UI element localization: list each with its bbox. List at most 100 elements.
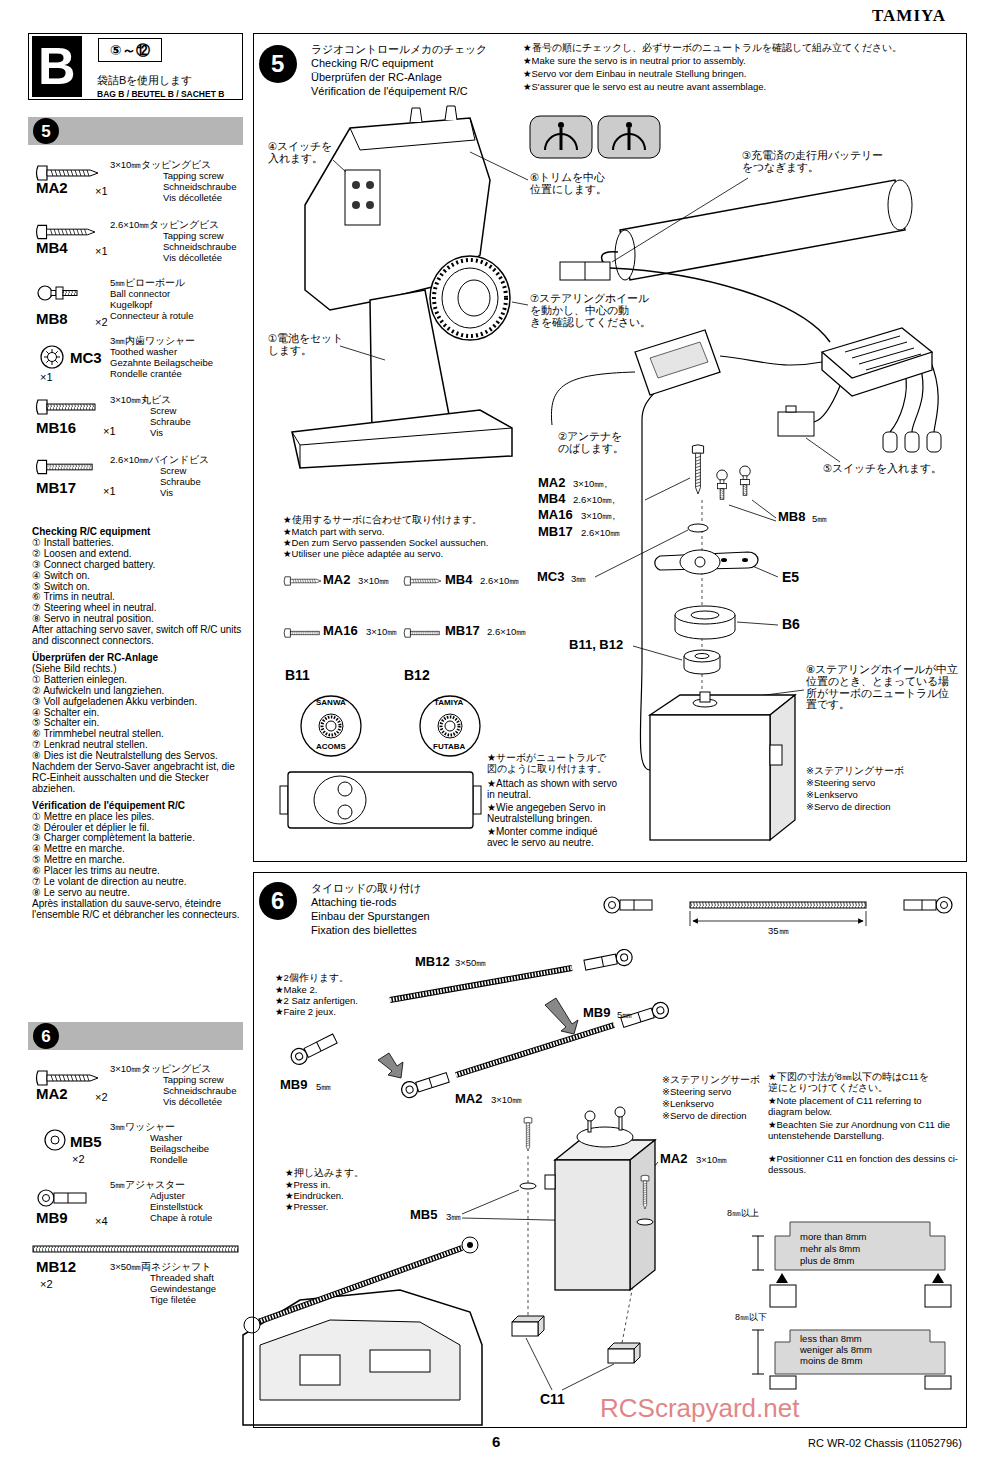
parts-icons (33, 1246, 238, 1252)
parts-icons (37, 166, 99, 180)
label-text: Tapping screw (163, 231, 224, 242)
instruction-text: ① Install batteries. (32, 538, 246, 549)
label-text: moins de 8mm (800, 1356, 862, 1367)
chassis-drawing (370, 1350, 430, 1372)
step-number: 6 (41, 1028, 50, 1045)
transmitter-drawing (430, 256, 510, 340)
label-text: ★2 Satz anfertigen. (275, 996, 358, 1007)
label-text: 5㎜ (812, 514, 827, 525)
instruction-text: ① Batterien einlegen. (32, 675, 246, 686)
label-text: Screw (150, 406, 176, 417)
trim-knob-icon (560, 128, 563, 150)
instruction-heading: Vérification de l'équipement R/C (32, 801, 246, 812)
wiring (551, 372, 635, 425)
servo-with-saver (528, 1156, 529, 1316)
label-text: Chape à rotule (150, 1213, 212, 1224)
servo-top-view (314, 776, 366, 824)
instruction-text: ⑤ Schalter ein. (32, 718, 246, 729)
label-text: 3㎜ワッシャー (110, 1122, 175, 1133)
label-text: ※Lenkservo (662, 1099, 714, 1110)
instruction-text: ⑦ Lenkrad neutral stellen. (32, 740, 246, 751)
label-text: ※Servo de direction (806, 802, 891, 813)
battery-drawing (615, 230, 635, 280)
label-text: ★押し込みます。 (285, 1168, 364, 1179)
parts-icons (37, 225, 95, 238)
label-text: Vis décolletée (163, 1097, 222, 1108)
label-text: ※ステアリングサーボ (662, 1075, 760, 1086)
c11-placement-diagram (752, 1236, 764, 1270)
trim-knob-icon (626, 122, 632, 128)
label-text: Gezahnte Beilagscheibe (110, 358, 213, 369)
trim-knob-icon (530, 116, 592, 158)
part-code: B11 (285, 668, 310, 684)
servo-with-saver (577, 1127, 633, 1147)
label-text: 8㎜以上 (727, 1208, 759, 1218)
label-text: more than 8mm (800, 1232, 867, 1243)
step-heading: ラジオコントロールメカのチェック (311, 43, 487, 56)
label-text: 3㎜ (446, 1212, 461, 1223)
transmitter-drawing (292, 410, 512, 468)
transmitter-drawing (292, 428, 512, 468)
label-text: ④スイッチを 入れます。 (268, 141, 340, 165)
instruction-text: ⑧ Dies ist die Neutralstellung des Servo… (32, 751, 246, 795)
label-text: Washer (150, 1133, 182, 1144)
part-code: MA2 (660, 1152, 687, 1167)
tie-rod-assembled (604, 897, 652, 913)
step-heading: ★Servo vor dem Einbau in neutrale Stellu… (523, 69, 746, 80)
label-text: ×1 (103, 425, 116, 437)
label-text: 2.6×10㎜ (581, 528, 620, 539)
bag-letter: B (38, 40, 76, 92)
label-text: 3㎜内歯ワッシャー (110, 336, 195, 347)
instruction-text: ④ Switch on. (32, 571, 246, 582)
step-range: ⑤～⑫ (110, 43, 150, 57)
step-heading: Attaching tie-rods (311, 896, 397, 909)
header-text: BAG B / BEUTEL B / SACHET B (97, 90, 224, 100)
steering-servo-drawing (770, 745, 782, 765)
battery-drawing (560, 180, 912, 280)
servo-with-saver (630, 1140, 655, 1290)
label-text: ※ステアリングサーボ (806, 766, 904, 777)
transmitter-drawing (366, 201, 374, 209)
instruction-text: ① Mettre en place les piles. (32, 812, 246, 823)
servo-saver-exploded (695, 557, 705, 567)
label-text: 2.6×10㎜, (573, 495, 615, 506)
label-text: ③充電済の走行用バッテリー をつなぎます。 (742, 150, 892, 174)
instruction-text: ③ Connect charged battery. (32, 560, 246, 571)
servo-with-saver (545, 1175, 555, 1189)
instruction-text: ⑤ Mettre en marche. (32, 855, 246, 866)
step-number: 6 (271, 889, 284, 913)
label-text: 3×10㎜タッピングビス (110, 160, 211, 171)
step-heading: タイロッドの取り付け (311, 882, 421, 895)
label-text: ×4 (95, 1215, 108, 1227)
label-text: Vis décolletée (163, 253, 222, 264)
label-text: Schneidschraube (163, 1086, 236, 1097)
c11-block (608, 1349, 634, 1363)
servo-saver-exploded (691, 611, 719, 619)
tie-rod-exploded (620, 1000, 671, 1030)
tie-rod-exploded (288, 1031, 338, 1067)
leader-line (526, 1338, 614, 1390)
instruction-text: ⑥ Trims in neutral. (32, 592, 246, 603)
servo-saver-exploded (695, 654, 709, 659)
tie-rod-assembled (604, 897, 952, 926)
label-text: ×1 (103, 485, 116, 497)
label-text: ×2 (72, 1153, 85, 1165)
tie-rod-assembled (693, 921, 863, 922)
parts-icons (37, 460, 93, 473)
label-text: ⑤スイッチを入れます。 (823, 463, 942, 475)
chassis-drawing (300, 1355, 340, 1385)
label-text: Schraube (160, 477, 201, 488)
label-text: Beilagscheibe (150, 1144, 209, 1155)
parts-icons (37, 400, 96, 414)
servo-adapter-disc (441, 717, 459, 735)
instruction-text: ③ Charger complètement la batterie. (32, 833, 246, 844)
label-text: ②アンテナを のばします。 (558, 431, 630, 455)
servo-top-view (280, 772, 481, 828)
step-number-circle: 6 (33, 1023, 59, 1049)
label-text: ★Eindrücken. (285, 1191, 344, 1202)
label-text: ★Match part with servo. (283, 527, 384, 538)
part-code: MB8 (778, 510, 805, 525)
part-code: MA16 (538, 508, 573, 523)
leader-line (645, 478, 690, 500)
parts-icons (37, 1071, 99, 1085)
